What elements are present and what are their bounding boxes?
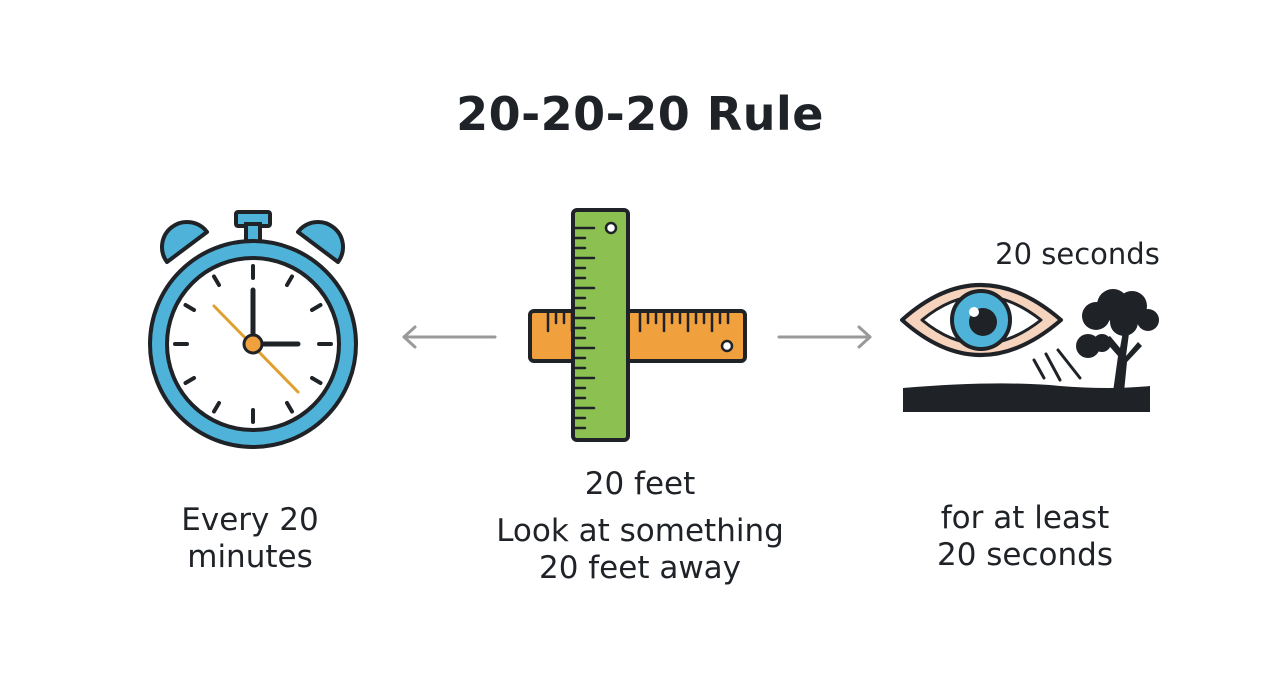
duration-caption: for at least 20 seconds bbox=[900, 500, 1150, 574]
duration-caption-line: for at least bbox=[940, 500, 1110, 536]
gaze-lines bbox=[1032, 348, 1082, 382]
time-caption: Every 20 minutes bbox=[130, 502, 370, 576]
time-caption-line: minutes bbox=[187, 539, 313, 575]
distance-label: 20 feet bbox=[584, 466, 696, 502]
distance-caption: Look at something 20 feet away bbox=[470, 513, 810, 587]
distance-caption-line: 20 feet away bbox=[538, 550, 742, 586]
ruler-icon bbox=[528, 208, 747, 442]
ground-shape bbox=[903, 383, 1150, 412]
duration-caption-line: 20 seconds bbox=[936, 537, 1113, 573]
arrow-right-icon bbox=[777, 325, 872, 349]
page-title: 20-20-20 Rule bbox=[456, 87, 824, 141]
duration-label: 20 seconds bbox=[995, 237, 1160, 271]
tree-icon bbox=[1076, 289, 1159, 392]
eye-icon bbox=[900, 283, 1063, 357]
distance-caption-line: Look at something bbox=[496, 513, 784, 549]
stopwatch-icon bbox=[148, 210, 358, 449]
arrow-left-icon bbox=[402, 325, 497, 349]
time-caption-line: Every 20 bbox=[181, 502, 319, 538]
